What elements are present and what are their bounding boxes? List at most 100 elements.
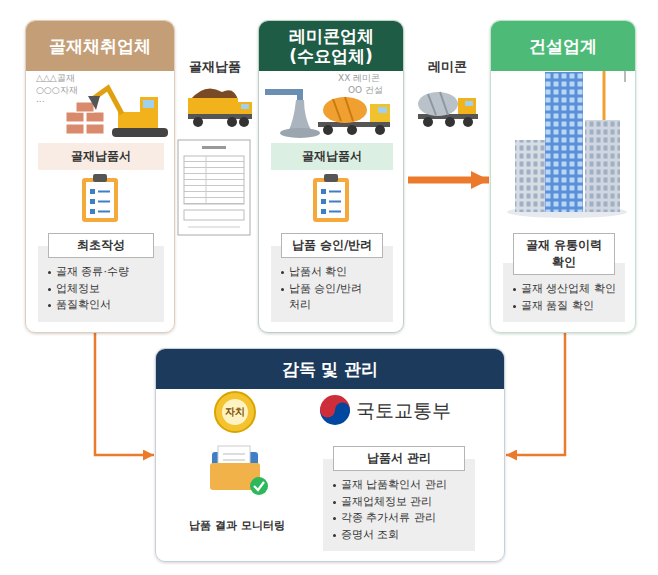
folder-icon-part bbox=[223, 454, 245, 455]
label: ... bbox=[36, 94, 45, 104]
label: 국토교통부 bbox=[356, 398, 451, 424]
mixer-truck-part bbox=[423, 117, 433, 127]
label: OO 건설 bbox=[348, 84, 383, 97]
mixer-truck-part bbox=[378, 107, 387, 113]
ministry-logo-part bbox=[335, 403, 350, 418]
bullet-item: 골재 종류·수량 bbox=[46, 264, 156, 281]
flow-arrow bbox=[95, 333, 154, 455]
task-box: 납품서 관리골재 납품확인서 관리골재업체정보 관리각종 추가서류 관리증명서 … bbox=[323, 446, 475, 551]
building-part bbox=[545, 72, 583, 212]
clipboard-icon bbox=[82, 174, 118, 222]
delivery-form-image-part bbox=[184, 210, 244, 220]
dump-truck-part bbox=[188, 98, 238, 114]
concrete-pour bbox=[265, 92, 320, 138]
mixer-truck-part bbox=[333, 97, 353, 121]
band-text: 골재납품서 bbox=[271, 143, 393, 170]
box-heading: 납품서 관리 bbox=[333, 446, 465, 471]
dump-truck-part bbox=[239, 117, 249, 127]
mixer-truck-part bbox=[458, 98, 476, 114]
mixer-truck-part bbox=[323, 125, 333, 135]
building-part bbox=[545, 72, 583, 212]
delivery-form-image-part bbox=[178, 140, 250, 235]
label: 레미콘 bbox=[428, 58, 467, 76]
company-card: 레미콘업체 (수요업체) 골재납품서납품 승인/반려납품서 확인납품 승인/반려 … bbox=[258, 20, 404, 333]
delivery-form-image-part bbox=[184, 156, 244, 204]
bullet-item: 골재 생산업체 확인 bbox=[511, 281, 617, 298]
mixer-truck-part bbox=[418, 92, 458, 116]
excavator-part bbox=[140, 97, 158, 113]
label: 자치 bbox=[225, 405, 245, 419]
excavator-part bbox=[112, 128, 168, 137]
box-heading: 납품 승인/반려 bbox=[281, 233, 383, 258]
concrete-pour-part bbox=[280, 128, 320, 138]
municipal-emblem bbox=[215, 392, 255, 432]
label: △△△골재 bbox=[36, 72, 75, 85]
mixer-truck-part bbox=[370, 104, 390, 122]
building-part bbox=[515, 140, 550, 212]
bullet-item: 골재 납품확인서 관리 bbox=[331, 477, 467, 494]
bullet-item: 납품 승인/반려 처리 bbox=[279, 281, 385, 314]
brick-pile-part bbox=[86, 124, 104, 134]
ministry-logo bbox=[320, 395, 350, 425]
excavator-part bbox=[143, 100, 154, 108]
mixer-truck-part bbox=[375, 125, 385, 135]
excavator-part bbox=[118, 112, 158, 128]
mixer-truck bbox=[418, 92, 478, 127]
municipal-emblem-part bbox=[215, 392, 255, 432]
dump-truck-part bbox=[241, 104, 249, 109]
excavator-part bbox=[88, 96, 100, 110]
document-band: 골재납품서 bbox=[38, 143, 164, 170]
concrete-pour-part bbox=[288, 100, 312, 132]
building-part bbox=[515, 140, 550, 212]
concrete-pour-part bbox=[265, 92, 300, 100]
dump-truck-part bbox=[193, 117, 203, 127]
task-box: 골재 유통이력 확인골재 생산업체 확인골재 품질 확인 bbox=[503, 233, 625, 322]
delivery-form-image-part bbox=[202, 146, 226, 149]
card-header: 레미콘업체 (수요업체) bbox=[259, 21, 403, 71]
box-body: 골재 납품확인서 관리골재업체정보 관리각종 추가서류 관리증명서 조회 bbox=[323, 459, 475, 551]
folder-icon bbox=[210, 446, 268, 495]
bullet-item: 증명서 조회 bbox=[331, 527, 467, 544]
box-heading: 최초작성 bbox=[48, 233, 154, 258]
folder-icon-part bbox=[223, 460, 245, 461]
bullet-item: 업체정보 bbox=[46, 281, 156, 298]
mixer-truck-part bbox=[347, 125, 357, 135]
mixer-truck-part bbox=[445, 117, 455, 127]
municipal-emblem-part bbox=[222, 399, 248, 425]
card-header: 감독 및 관리 bbox=[156, 349, 504, 389]
document-band: 골재납품서 bbox=[271, 143, 393, 170]
label: 납품 결과 모니터링 bbox=[189, 518, 285, 533]
mixer-truck-part bbox=[323, 97, 367, 123]
task-box: 납품 승인/반려납품서 확인납품 승인/반려 처리 bbox=[271, 233, 393, 322]
card-header: 골재채취업체 bbox=[26, 21, 174, 71]
delivery-form-image-part bbox=[188, 227, 240, 228]
building-part bbox=[585, 120, 620, 212]
task-box: 최초작성골재 종류·수량업체정보품질확인서 bbox=[38, 233, 164, 322]
mixer-truck bbox=[318, 97, 390, 135]
clipboard-icon bbox=[313, 174, 349, 222]
dump-truck bbox=[188, 88, 252, 127]
band-text: 골재납품서 bbox=[38, 143, 164, 170]
brick-pile-part bbox=[66, 112, 84, 122]
dump-truck-part bbox=[238, 102, 252, 116]
building-part bbox=[603, 64, 606, 120]
mixer-truck-part bbox=[463, 117, 473, 127]
mixer-truck-part bbox=[465, 101, 473, 106]
bullet-item: 품질확인서 bbox=[46, 297, 156, 314]
brick-pile-part bbox=[86, 112, 104, 122]
flow-arrow bbox=[408, 177, 489, 184]
clipboard-icon-part bbox=[82, 174, 118, 222]
folder-icon-part bbox=[250, 477, 268, 495]
delivery-form-image bbox=[178, 140, 250, 235]
dump-truck-part bbox=[227, 117, 237, 127]
label: XX 레미콘 bbox=[338, 72, 380, 85]
brick-pile bbox=[66, 102, 104, 134]
bullet-item: 골재업체정보 관리 bbox=[331, 494, 467, 511]
brick-pile-part bbox=[76, 102, 94, 112]
building bbox=[507, 64, 630, 218]
excavator bbox=[88, 88, 168, 137]
company-card: 골재채취업체골재납품서최초작성골재 종류·수량업체정보품질확인서 bbox=[25, 20, 175, 333]
bullet-item: 각종 추가서류 관리 bbox=[331, 510, 467, 527]
